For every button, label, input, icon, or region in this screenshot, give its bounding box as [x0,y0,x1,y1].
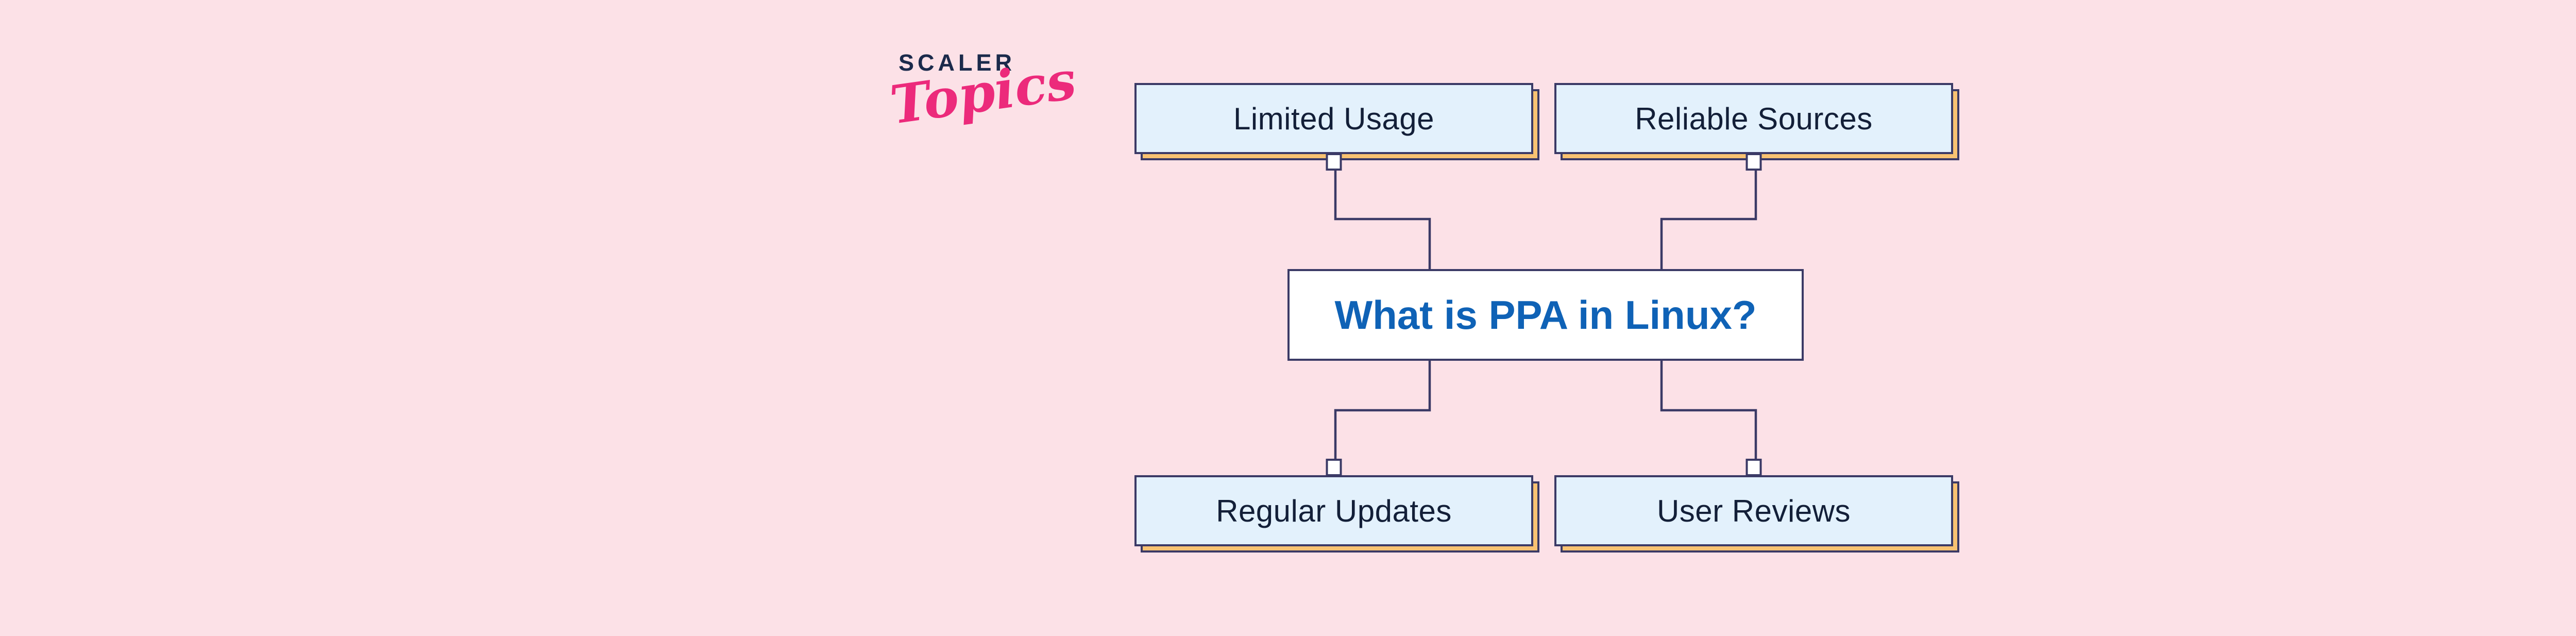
connector-top-left [1334,169,1431,271]
port-handle [1745,153,1762,171]
connector-top-right [1660,169,1757,271]
node-user-reviews: User Reviews [1554,459,1959,553]
port-handle [1326,459,1342,476]
center-topic-box: What is PPA in Linux? [1287,269,1804,361]
node-label-reliable-sources: Reliable Sources [1635,101,1873,136]
node-face: User Reviews [1554,475,1953,546]
port-handle [1326,153,1342,171]
node-face: Reliable Sources [1554,83,1953,154]
node-label-user-reviews: User Reviews [1656,493,1851,528]
center-topic-label: What is PPA in Linux? [1334,292,1757,338]
connector-bottom-right [1660,359,1757,461]
node-regular-updates: Regular Updates [1134,459,1539,553]
node-face: Regular Updates [1134,475,1533,546]
logo-brand-text: SCALER [899,49,1016,76]
node-face: Limited Usage [1134,83,1533,154]
port-handle [1745,459,1762,476]
node-limited-usage: Limited Usage [1134,83,1539,171]
node-reliable-sources: Reliable Sources [1554,83,1959,171]
node-label-regular-updates: Regular Updates [1216,493,1452,528]
node-label-limited-usage: Limited Usage [1233,101,1435,136]
connector-bottom-left [1334,359,1431,461]
